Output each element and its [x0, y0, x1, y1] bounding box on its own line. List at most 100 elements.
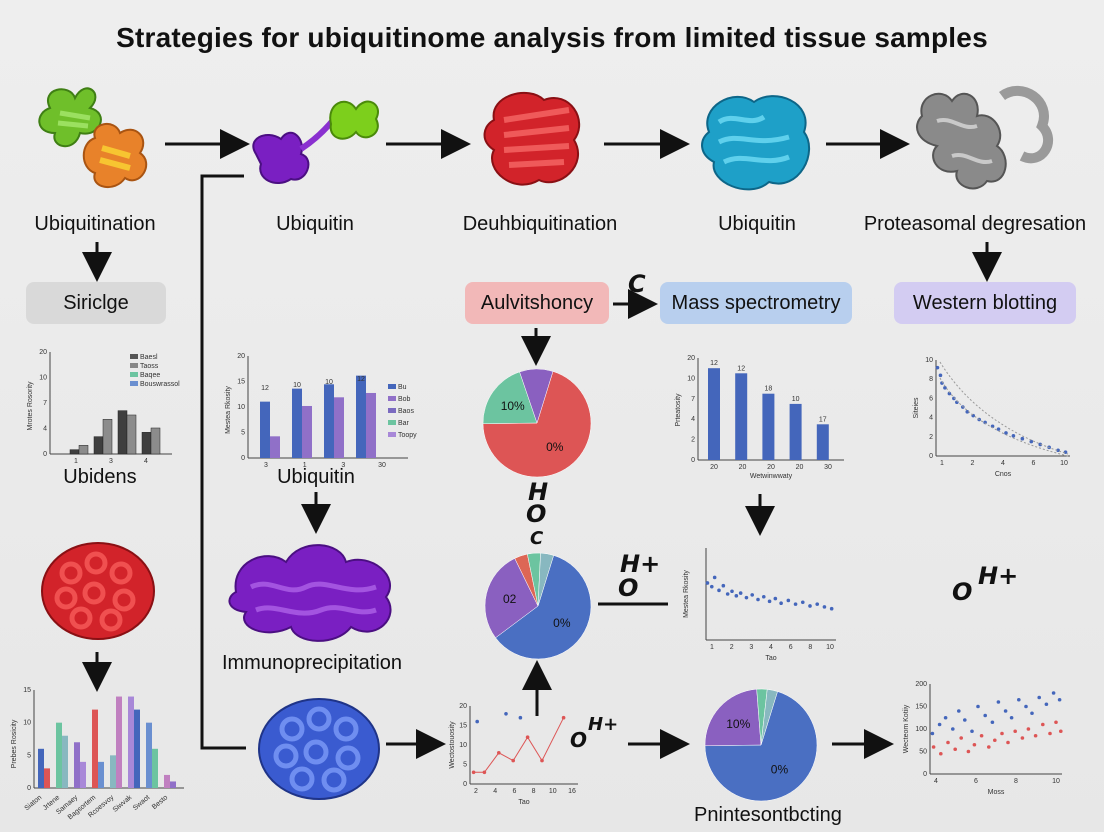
data-label: 12 [710, 360, 718, 367]
y-tick-label: 2 [691, 437, 695, 444]
bar [146, 722, 152, 788]
pie-slice [704, 688, 762, 747]
mass-spectrometry-box: Mass spectrometry [660, 282, 852, 324]
bar [38, 748, 44, 788]
ubiquitination-label: Ubiquitination [34, 213, 156, 235]
y-axis-label: Prteatosity [675, 393, 682, 427]
x-tick-label: Siaton [24, 794, 44, 812]
deubiquitination-protein-icon [483, 91, 581, 186]
immunoprecipitation-label: Immunoprecipitation [221, 652, 403, 674]
x-tick-label: 16 [568, 788, 576, 795]
x-tick-label: 10 [549, 788, 557, 795]
data-point [946, 740, 950, 745]
y-axis-label: Wectostouosity [449, 721, 456, 769]
data-point [1029, 439, 1034, 444]
western-blotting-box: Western blotting [894, 282, 1076, 324]
x-tick-label: 20 [739, 464, 747, 471]
y-tick-label: 10 [23, 720, 31, 727]
data-point [963, 718, 967, 722]
data-point [983, 420, 987, 425]
x-tick-label: 10 [826, 644, 834, 651]
o-symbol: O [526, 500, 547, 528]
data-point [970, 729, 974, 734]
bar [141, 432, 152, 455]
legend-swatch [388, 408, 396, 413]
x-tick-label: 3 [109, 458, 113, 465]
pie-slice [495, 555, 592, 660]
data-point [511, 758, 515, 763]
data-point [525, 735, 530, 739]
bar [334, 397, 344, 458]
data-point [1037, 695, 1041, 700]
y-tick-label: 15 [23, 687, 31, 694]
bar [56, 722, 62, 788]
bar [69, 449, 80, 455]
data-point [972, 742, 977, 747]
y-axis-label: Siteies [913, 397, 920, 419]
y-tick-label: 2 [929, 434, 933, 441]
bar [324, 384, 334, 458]
y-axis-label: Mestea Rkosity [683, 570, 690, 618]
data-point [540, 758, 544, 763]
bar [366, 392, 376, 458]
x-tick-label: 8 [808, 644, 812, 651]
y-tick-label: 10 [237, 404, 245, 411]
data-point [1009, 715, 1014, 720]
c2-symbol: C [530, 528, 544, 549]
purple-protein-icon [228, 544, 392, 642]
x-tick-label: Swaot [132, 794, 151, 812]
data-point [957, 709, 961, 713]
ubiquitination-protein-icon [38, 87, 148, 188]
data-point [996, 427, 1001, 431]
bar [708, 368, 720, 460]
data-point [983, 713, 987, 718]
y-tick-label: 10 [39, 375, 47, 382]
red-globular-protein-icon [41, 542, 155, 640]
data-point [822, 605, 827, 609]
y-tick-label: 0 [929, 453, 933, 460]
pie-label: 0% [553, 616, 571, 630]
data-label: 12 [357, 376, 365, 383]
data-point [750, 593, 755, 597]
ubidens-label: Ubidens [63, 466, 137, 488]
x-tick-label: 6 [1032, 460, 1036, 467]
trend-line-lower [939, 377, 1069, 457]
y-tick-label: 50 [919, 749, 927, 756]
data-point [1048, 731, 1052, 736]
data-point [793, 602, 798, 606]
data-point [931, 745, 936, 749]
ubiquitin-chart-label: Ubiquitin [277, 466, 355, 488]
data-point [1020, 436, 1025, 441]
y-tick-label: 7 [43, 400, 47, 407]
bar [292, 388, 302, 458]
bar [789, 403, 802, 460]
data-point [1044, 702, 1049, 707]
aulvitshoncy-box: Aulvitshoncy [465, 282, 609, 324]
x-tick-label: 1 [710, 644, 714, 651]
siriclge-box: Siriclge [26, 282, 166, 324]
data-label: 12 [737, 365, 745, 372]
data-point [1003, 709, 1008, 713]
x-tick-label: 6 [512, 788, 516, 795]
pie-slice [537, 552, 554, 607]
data-point [497, 751, 501, 755]
data-point [953, 747, 957, 752]
y-tick-label: 20 [687, 355, 695, 362]
data-point [1006, 740, 1010, 745]
bar [117, 410, 128, 455]
data-point [744, 595, 749, 600]
legend-swatch [388, 420, 396, 425]
data-point [1051, 691, 1056, 695]
x-axis-label: Tao [518, 799, 529, 806]
legend-swatch [388, 396, 396, 401]
data-point [504, 712, 508, 716]
x-tick-label: 20 [710, 464, 718, 471]
y-tick-label: 0 [241, 455, 245, 462]
pie-slice [482, 371, 538, 425]
data-point [482, 770, 487, 775]
c-symbol: C [628, 270, 646, 298]
data-point [1033, 733, 1038, 738]
x-tick-label: 4 [493, 788, 497, 795]
